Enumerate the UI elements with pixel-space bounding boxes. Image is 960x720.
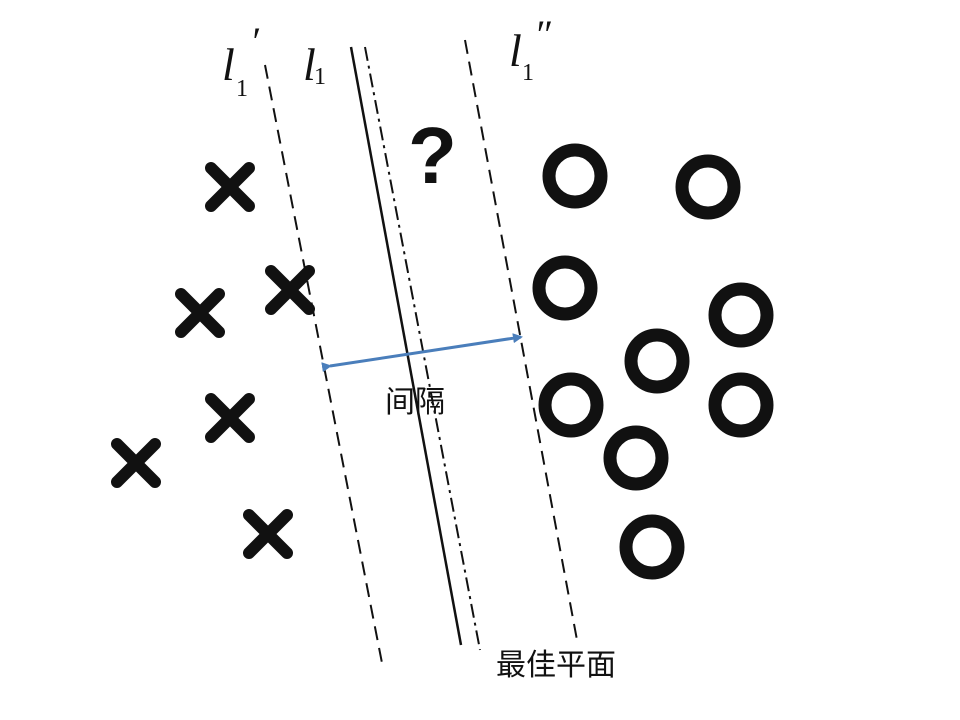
circle-marker bbox=[708, 282, 774, 348]
circle-marker bbox=[619, 514, 685, 580]
svg-text:l: l bbox=[222, 39, 235, 90]
svg-text:′: ′ bbox=[250, 19, 260, 64]
circle-marker bbox=[542, 143, 608, 209]
label-l1: l 1 bbox=[303, 39, 326, 90]
cross-marker bbox=[265, 265, 315, 315]
circle-marker bbox=[538, 372, 604, 438]
svg-text:1: 1 bbox=[522, 60, 534, 86]
cross-marker bbox=[205, 162, 255, 212]
svg-text:l: l bbox=[303, 39, 316, 90]
label-l1-dprime: l 1 ″ bbox=[509, 12, 552, 86]
svg-text:l: l bbox=[509, 25, 522, 76]
margin-label: 间隔 bbox=[385, 385, 445, 420]
margin-line-l1-prime bbox=[264, 64, 383, 664]
cross-marker bbox=[175, 288, 225, 338]
margin-arrow bbox=[321, 333, 523, 373]
cross-marker bbox=[243, 509, 293, 559]
svg-text:″: ″ bbox=[534, 12, 552, 57]
cross-marker bbox=[111, 438, 161, 488]
cross-markers bbox=[111, 162, 315, 559]
svg-text:1: 1 bbox=[314, 64, 326, 90]
circle-marker bbox=[675, 154, 741, 220]
circle-marker bbox=[624, 328, 690, 394]
question-mark: ? bbox=[408, 111, 457, 200]
circle-marker bbox=[532, 255, 598, 321]
svg-text:1: 1 bbox=[236, 76, 248, 102]
circle-marker bbox=[603, 425, 669, 491]
best-plane-label: 最佳平面 bbox=[496, 648, 616, 683]
circle-markers bbox=[532, 143, 774, 580]
cross-marker bbox=[205, 393, 255, 443]
circle-marker bbox=[708, 372, 774, 438]
margin-line-l1-dprime bbox=[464, 39, 578, 641]
label-l1-prime: l 1 ′ bbox=[222, 19, 260, 102]
